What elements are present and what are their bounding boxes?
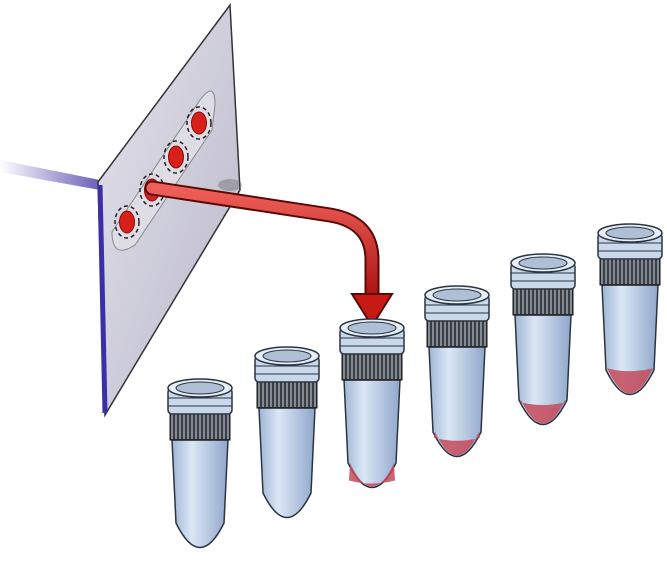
sample-plate bbox=[97, 2, 242, 418]
plate-edge bbox=[97, 184, 108, 414]
microcentrifuge-tube bbox=[510, 253, 576, 426]
tube-body bbox=[171, 439, 229, 549]
microcentrifuge-tube bbox=[339, 318, 405, 489]
plate-spot bbox=[163, 140, 189, 174]
tube-body bbox=[601, 284, 659, 396]
tube-sample bbox=[607, 368, 653, 394]
plate-spot bbox=[114, 205, 140, 239]
tube-body bbox=[514, 314, 572, 426]
laser-beam bbox=[0, 160, 100, 190]
arrow-head bbox=[350, 293, 394, 328]
microcentrifuge-tube bbox=[167, 378, 233, 549]
microcentrifuge-tube bbox=[597, 223, 663, 396]
plate-spot bbox=[186, 106, 212, 140]
tube-body bbox=[428, 346, 486, 458]
microcentrifuge-tube bbox=[254, 346, 320, 519]
tube-sample bbox=[434, 432, 480, 456]
microcentrifuge-tube bbox=[424, 285, 490, 458]
tube-sample bbox=[349, 463, 395, 487]
tube-sample bbox=[520, 400, 566, 424]
tube-body bbox=[258, 407, 316, 519]
transfer-arrow bbox=[144, 180, 394, 328]
